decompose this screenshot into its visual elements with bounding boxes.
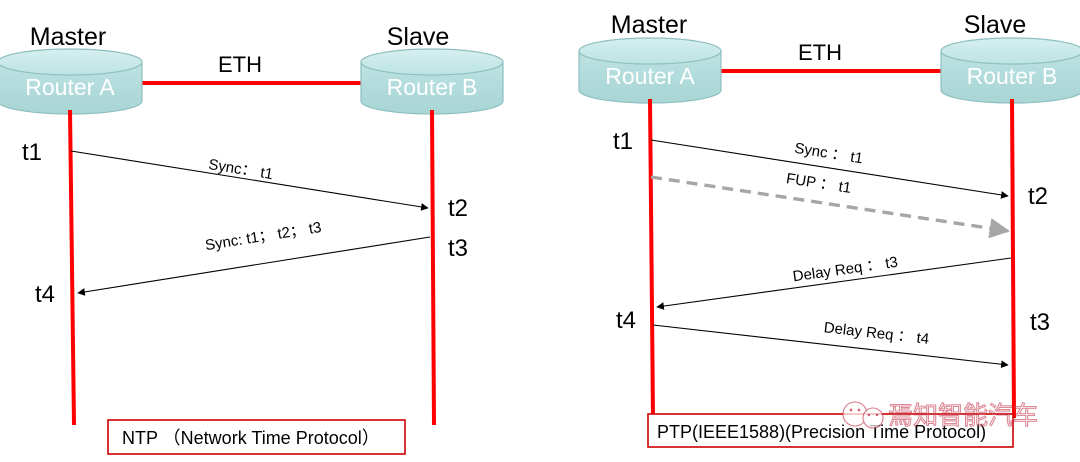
ptp-message-label-fup: FUP ： t1 (785, 170, 852, 197)
ptp-caption-box: PTP(IEEE1588)(Precision Time Protocol) (647, 413, 1014, 448)
ptp-message-label-delay-req-t4: Delay Req ： t4 (823, 319, 930, 348)
ptp-message-arrow-fup (650, 175, 1011, 239)
ptp-eth-link-label: ETH (798, 40, 842, 65)
ptp-message-arrow-delay-req-t3 (656, 257, 1012, 310)
ntp-master-cylinder-top (0, 48, 143, 76)
ptp-slave-device-label: Router B (967, 63, 1058, 89)
watermark: 焉知智能汽车 (842, 400, 1039, 431)
ptp-master-timeline (648, 98, 655, 419)
panel-ntp: Master Slave ETH Router A Router B (0, 23, 504, 455)
ntp-caption-box-border (107, 419, 406, 455)
ptp-master-router-node[interactable]: Router A (578, 37, 722, 104)
ntp-slave-device-label: Router B (387, 74, 478, 100)
ntp-caption-box: NTP （Network Time Protocol） (107, 419, 406, 455)
watermark-label: 焉知智能汽车 (888, 401, 1038, 430)
ptp-slave-router-node[interactable]: Router B (940, 37, 1080, 104)
ntp-eth-link-label: ETH (218, 52, 262, 77)
smiley-circle-logo-icon (842, 401, 884, 429)
ntp-message-label-sync-1: Sync： t1 (207, 156, 274, 183)
ptp-message-label-sync: Sync ： t1 (793, 140, 864, 168)
ptp-timestamp-t4: t4 (616, 307, 636, 334)
ntp-master-cylinder-body (0, 61, 143, 115)
ntp-message-arrow-sync-1 (70, 150, 429, 211)
ntp-timestamp-t1: t1 (22, 139, 42, 166)
ptp-caption-box-border (647, 413, 1014, 448)
ntp-slave-cylinder-body (360, 61, 504, 115)
ptp-master-role-label: Master (611, 11, 687, 39)
ntp-master-router-node[interactable]: Router A (0, 48, 143, 115)
ntp-message-arrow-sync-2 (77, 236, 431, 296)
ntp-caption-label: NTP （Network Time Protocol） (122, 428, 380, 448)
ptp-master-cylinder-top (578, 37, 722, 65)
ptp-timestamp-t1: t1 (613, 128, 633, 155)
ptp-timestamp-t3: t3 (1030, 309, 1050, 336)
ptp-slave-role-label: Slave (964, 11, 1027, 39)
ptp-slave-timeline (1010, 98, 1016, 419)
panel-ptp: Master Slave ETH Router A Router B (578, 11, 1080, 448)
ntp-timestamp-t2: t2 (448, 195, 468, 222)
ntp-slave-role-label: Slave (387, 23, 450, 51)
ptp-message-arrow-sync (650, 139, 1009, 199)
ptp-message-arrow-delay-req-t4 (652, 324, 1009, 369)
ntp-slave-cylinder-top (360, 48, 504, 76)
ptp-slave-cylinder-top (940, 37, 1080, 65)
ntp-master-timeline (68, 109, 76, 426)
ptp-master-cylinder-body (578, 50, 722, 104)
ntp-master-device-label: Router A (25, 74, 115, 100)
ntp-master-role-label: Master (30, 23, 106, 51)
ntp-message-label-sync-2: Sync: t1； t2； t3 (204, 219, 323, 254)
ntp-timestamp-t3: t3 (448, 235, 468, 262)
ntp-timestamp-t4: t4 (35, 281, 55, 308)
ptp-timestamp-t2: t2 (1028, 183, 1048, 210)
ptp-caption-label: PTP(IEEE1588)(Precision Time Protocol) (657, 422, 986, 442)
ntp-slave-timeline (430, 109, 436, 426)
ntp-slave-router-node[interactable]: Router B (360, 48, 504, 115)
ptp-master-device-label: Router A (605, 63, 695, 89)
